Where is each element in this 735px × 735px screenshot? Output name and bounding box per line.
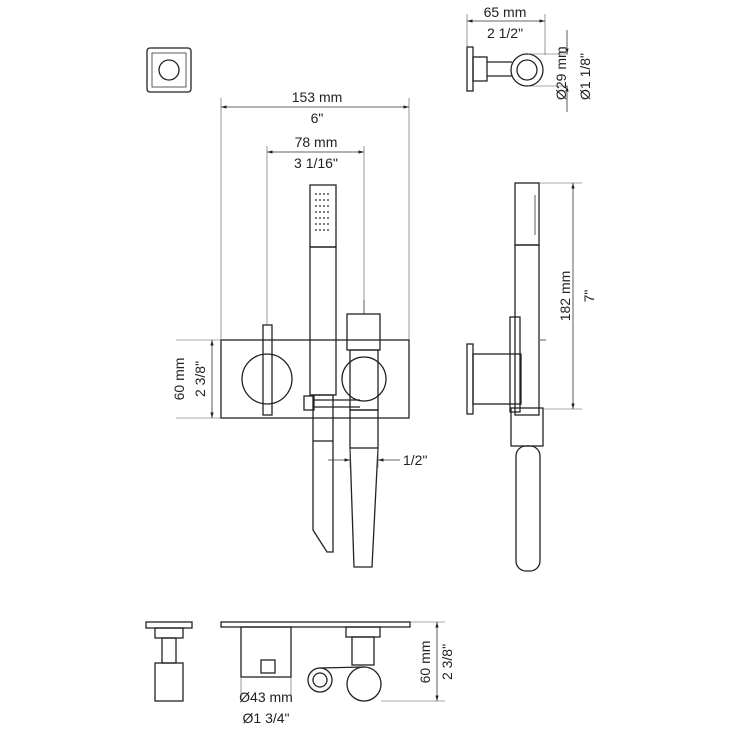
dim-1-3-4-label: Ø1 3/4" [243, 710, 290, 726]
dim-half-inch-label: 1/2" [403, 452, 427, 468]
dim-43mm: Ø43 mm Ø1 3/4" [239, 677, 293, 726]
wall-outlet-side-view [466, 46, 544, 92]
dim-2-3-8-front-label: 2 3/8" [192, 361, 208, 397]
handshower-nozzles [315, 193, 329, 231]
dim-60mm-bottom: 60 mm 2 3/8" [381, 621, 455, 702]
dim-29mm: Ø29 mm Ø1 1/8" [528, 30, 593, 112]
dim-3-1-16-label: 3 1/16" [294, 155, 338, 171]
dim-6in-label: 6" [311, 110, 324, 126]
dim-78mm: 78 mm 3 1/16" [266, 134, 365, 325]
dim-78mm-label: 78 mm [295, 134, 338, 150]
dim-1-1-8-label: Ø1 1/8" [577, 53, 593, 100]
dim-60mm-bottom-label: 60 mm [417, 641, 433, 684]
dim-2-3-8-bottom-label: 2 3/8" [439, 644, 455, 680]
dim-60mm-front-label: 60 mm [171, 358, 187, 401]
dim-29mm-label: Ø29 mm [553, 46, 569, 100]
dim-43mm-label: Ø43 mm [239, 689, 293, 705]
dim-60mm-front: 60 mm 2 3/8" [171, 339, 221, 419]
dim-half-inch: 1/2" [328, 448, 427, 468]
dim-65mm-label: 65 mm [484, 4, 527, 20]
dim-153mm: 153 mm 6" [220, 89, 410, 340]
bottom-top-view [220, 621, 411, 702]
side-view [466, 182, 546, 572]
dim-7in-label: 7" [581, 290, 597, 303]
dim-65mm: 65 mm 2 1/2" [466, 4, 546, 55]
dim-153mm-label: 153 mm [292, 89, 343, 105]
dim-2-1-2-label: 2 1/2" [487, 25, 523, 41]
flange-top-view [146, 47, 192, 93]
dim-182mm: 182 mm 7" [539, 182, 597, 410]
bottom-left-side-view [145, 621, 193, 702]
front-view [220, 184, 410, 568]
dim-182mm-label: 182 mm [557, 271, 573, 322]
